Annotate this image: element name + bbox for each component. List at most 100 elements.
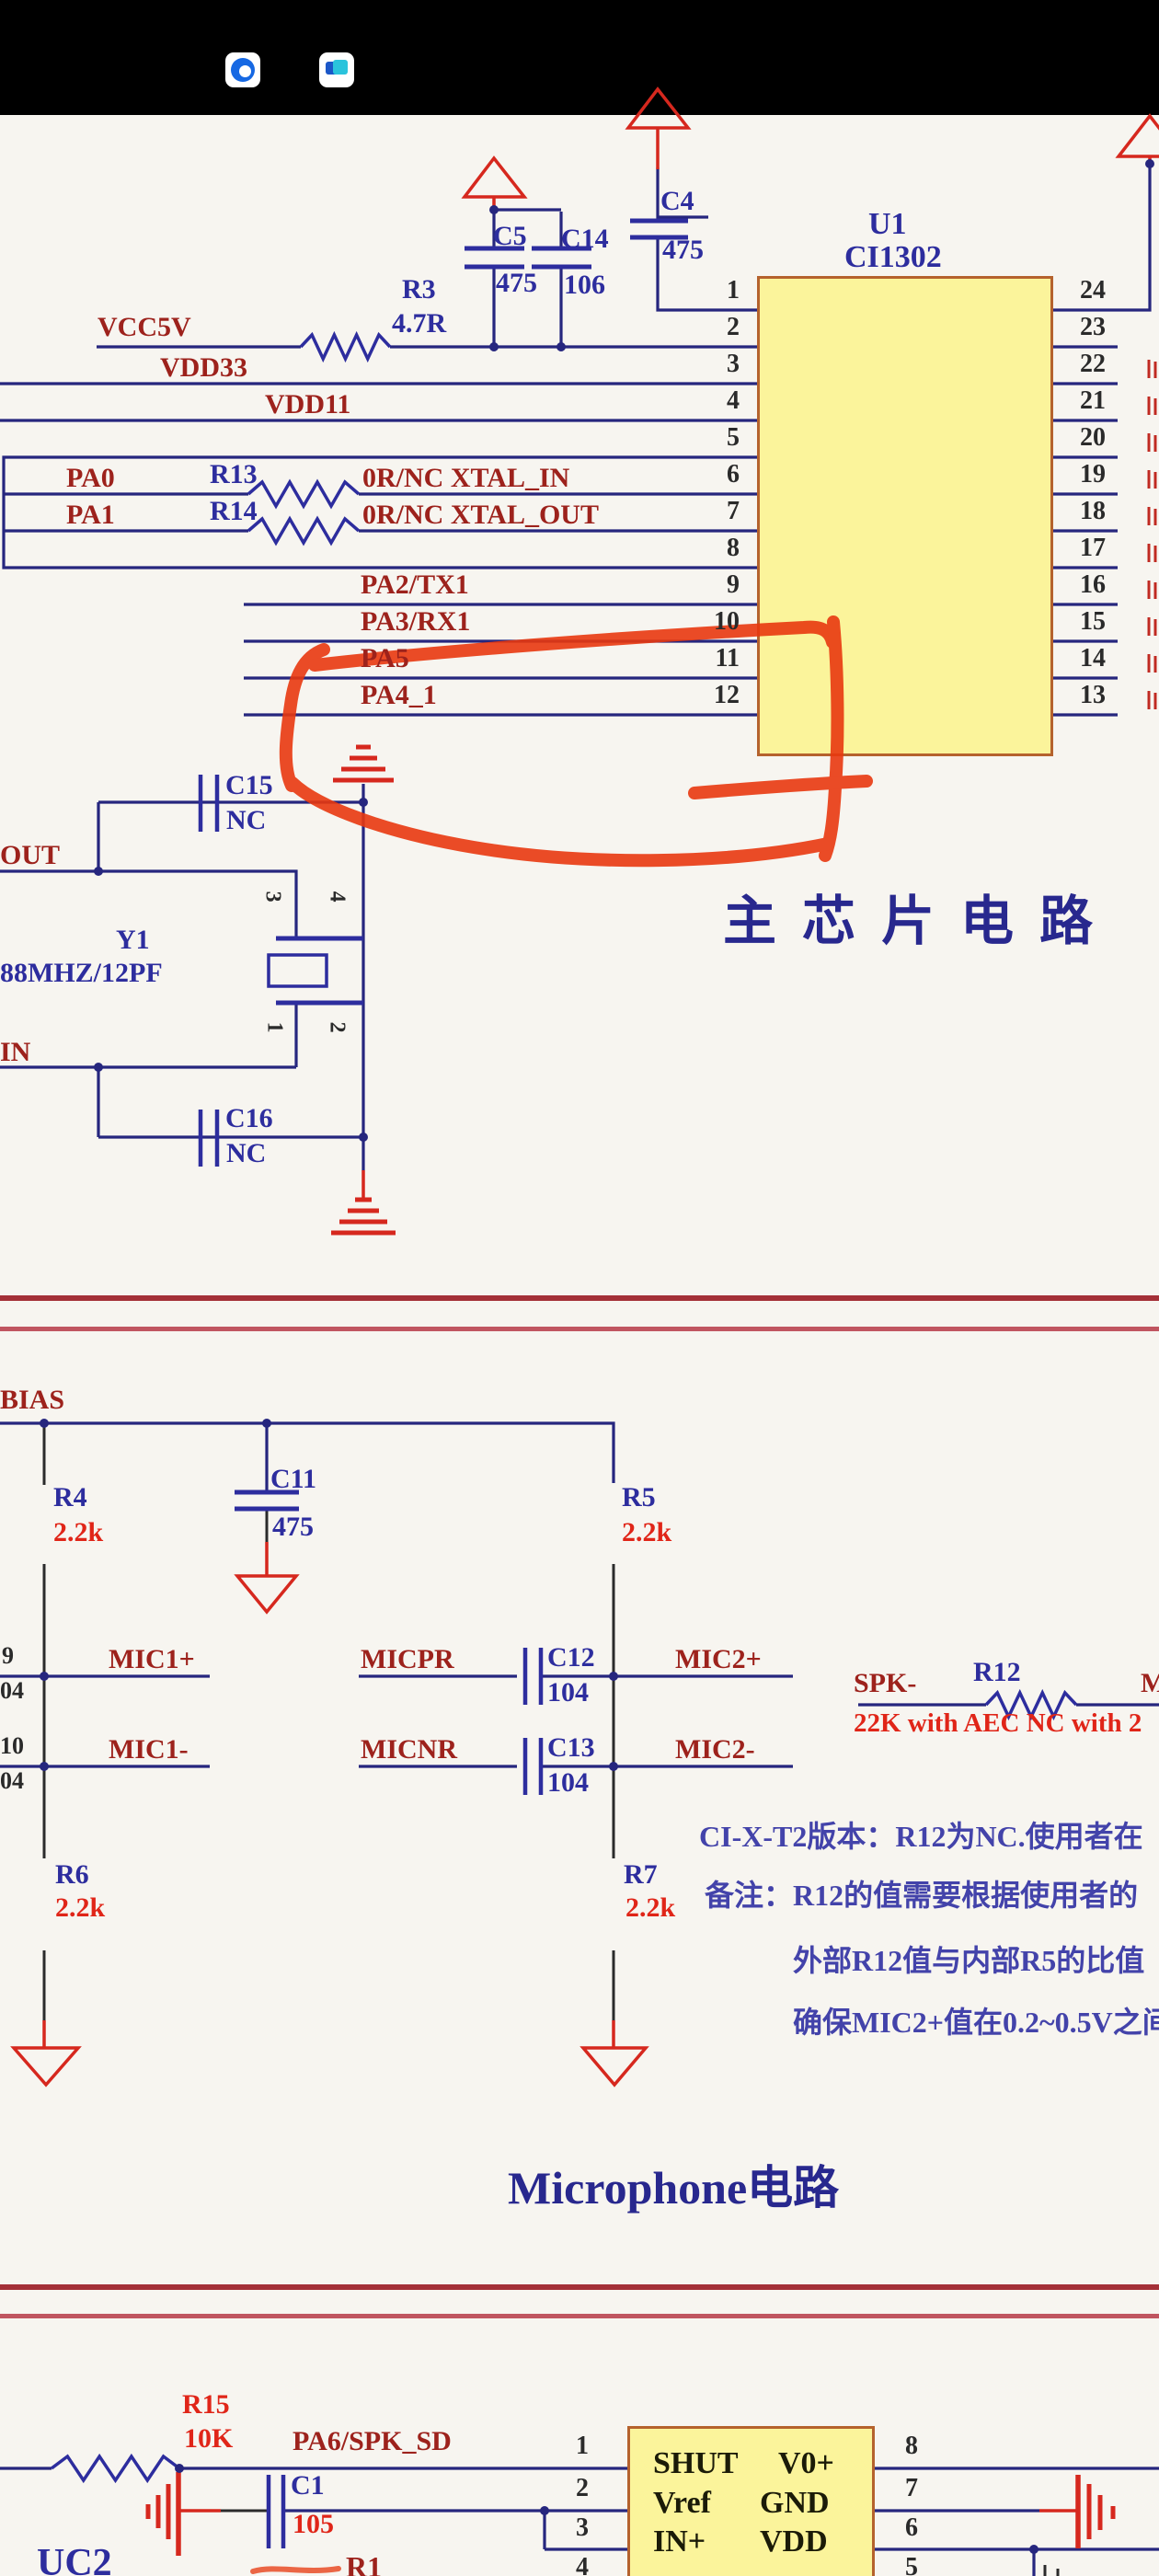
chip-ref: U1	[868, 207, 907, 241]
xtal-pin-1: 1	[262, 1021, 287, 1033]
res-r15-ref: R15	[182, 2389, 230, 2420]
net-mic2n: MIC2-	[675, 1734, 755, 1765]
right-pin-label-fragments	[1147, 360, 1157, 709]
net-mic2p: MIC2+	[675, 1644, 762, 1674]
amp-pin-l-2: 2	[576, 2474, 589, 2502]
section-divider-top-dark	[0, 1295, 1159, 1301]
cap-c4-ref: C4	[660, 186, 694, 216]
section-divider-bottom-light	[0, 2314, 1159, 2318]
xtal-pin-4: 4	[325, 891, 350, 903]
pin-r-24: 24	[1080, 276, 1106, 305]
cap-c4-val: 475	[662, 235, 704, 265]
pin-r-18: 18	[1080, 497, 1106, 525]
pin-r-22: 22	[1080, 350, 1106, 378]
net-pa4-1: PA4_1	[361, 680, 437, 710]
amp-shut-label: SHUT	[653, 2446, 739, 2480]
amp-pin-l-3: 3	[576, 2513, 589, 2542]
resistors	[50, 330, 1078, 2484]
pin-l-8: 8	[727, 534, 740, 562]
cap-c16-val: NC	[226, 1138, 267, 1168]
amp-pin-r-5: 5	[905, 2553, 918, 2576]
xtal-ref: Y1	[116, 925, 150, 955]
frag-10: 10	[0, 1732, 24, 1759]
res-r3-val: 4.7R	[392, 308, 447, 339]
net-vdd33: VDD33	[160, 352, 247, 383]
frag-04a: 04	[0, 1677, 24, 1704]
resistor-r3	[299, 330, 392, 363]
res-r5-ref: R5	[622, 1482, 656, 1512]
amp-pin-r-7: 7	[905, 2474, 918, 2502]
pin-l-7: 7	[727, 497, 740, 525]
net-pa0: PA0	[66, 463, 115, 493]
section-title-mic: Microphone电路	[508, 2162, 840, 2214]
resistor-r14	[247, 515, 361, 546]
pin-l-12: 12	[714, 681, 740, 709]
res-r15-val: 10K	[184, 2423, 234, 2454]
chip2-ref-frag: UC2	[37, 2542, 112, 2576]
cap-c1-ref: C1	[291, 2470, 325, 2501]
net-pa6-spk-sd: PA6/SPK_SD	[293, 2426, 452, 2456]
pin-l-5: 5	[727, 423, 740, 452]
cap-c14-ref: C14	[561, 224, 609, 254]
pin-r-14: 14	[1080, 644, 1106, 673]
net-pa5: PA5	[361, 643, 409, 673]
status-bar	[0, 0, 1159, 115]
section-title-main: 主芯片电路	[723, 891, 1119, 951]
net-micpr: MICPR	[361, 1644, 454, 1674]
pin-l-10: 10	[714, 607, 740, 636]
note-line-3: 外部R12值与内部R5的比值	[793, 1944, 1145, 1977]
xtal-pin-3: 3	[260, 891, 285, 903]
chat-notification-icon[interactable]	[319, 52, 354, 87]
amp-pin-r-8: 8	[905, 2432, 918, 2460]
pin-l-6: 6	[727, 460, 740, 489]
note-line-1: CI-X-T2版本：R12为NC.使用者在	[699, 1820, 1143, 1853]
pin-r-15: 15	[1080, 607, 1106, 636]
junction-dots	[40, 159, 1154, 2554]
net-xtal-in: 0R/NC XTAL_IN	[362, 463, 570, 493]
net-pa2-tx1: PA2/TX1	[361, 569, 469, 600]
pin-l-3: 3	[727, 350, 740, 378]
section-divider-top-light	[0, 1327, 1159, 1331]
res-r4-val: 2.2k	[53, 1517, 104, 1547]
net-pa1: PA1	[66, 500, 115, 530]
net-mic2p-frag: M	[1141, 1668, 1159, 1698]
cap-c15-val: NC	[226, 805, 267, 835]
red-marker-annotation	[250, 615, 873, 2574]
net-spk-minus: SPK-	[854, 1668, 917, 1698]
net-vdd11: VDD11	[265, 389, 351, 420]
res-r12-ref: R12	[973, 1657, 1021, 1687]
amp-gnd-label: GND	[760, 2486, 830, 2520]
pin-l-4: 4	[727, 386, 740, 415]
note-line-4: 确保MIC2+值在0.2~0.5V之间	[793, 2006, 1159, 2039]
cap-c15-ref: C15	[225, 770, 273, 800]
pin-r-23: 23	[1080, 313, 1106, 341]
pin-r-20: 20	[1080, 423, 1106, 452]
xtal-pin-2: 2	[325, 1021, 350, 1033]
net-mic1p: MIC1+	[109, 1644, 195, 1674]
cap-c12-ref: C12	[547, 1642, 595, 1673]
cap-c11-ref: C11	[270, 1464, 317, 1494]
section-divider-bottom-dark	[0, 2284, 1159, 2290]
resistor-r13	[247, 478, 361, 510]
cap-c14-val: 106	[564, 270, 605, 300]
frag-9: 9	[2, 1642, 14, 1669]
res-r13-ref: R13	[210, 459, 258, 489]
browser-icon-core	[239, 65, 251, 77]
pin-l-1: 1	[727, 276, 740, 305]
cap-c5-ref: C5	[493, 221, 527, 251]
res-r1-frag: R1	[346, 2550, 383, 2576]
pin-r-21: 21	[1080, 386, 1106, 415]
net-micbias-frag: BIAS	[0, 1385, 65, 1415]
net-xtal-out: 0R/NC XTAL_OUT	[362, 500, 599, 530]
net-pa3-rx1: PA3/RX1	[361, 606, 471, 637]
pin-l-9: 9	[727, 570, 740, 599]
res-r5-val: 2.2k	[622, 1517, 672, 1547]
net-xtal-out-frag: OUT	[0, 840, 61, 870]
amp-pin-l-1: 1	[576, 2432, 589, 2460]
browser-notification-icon[interactable]	[225, 52, 260, 87]
cap-c16-ref: C16	[225, 1103, 273, 1133]
cap-c5-val: 475	[496, 268, 537, 298]
